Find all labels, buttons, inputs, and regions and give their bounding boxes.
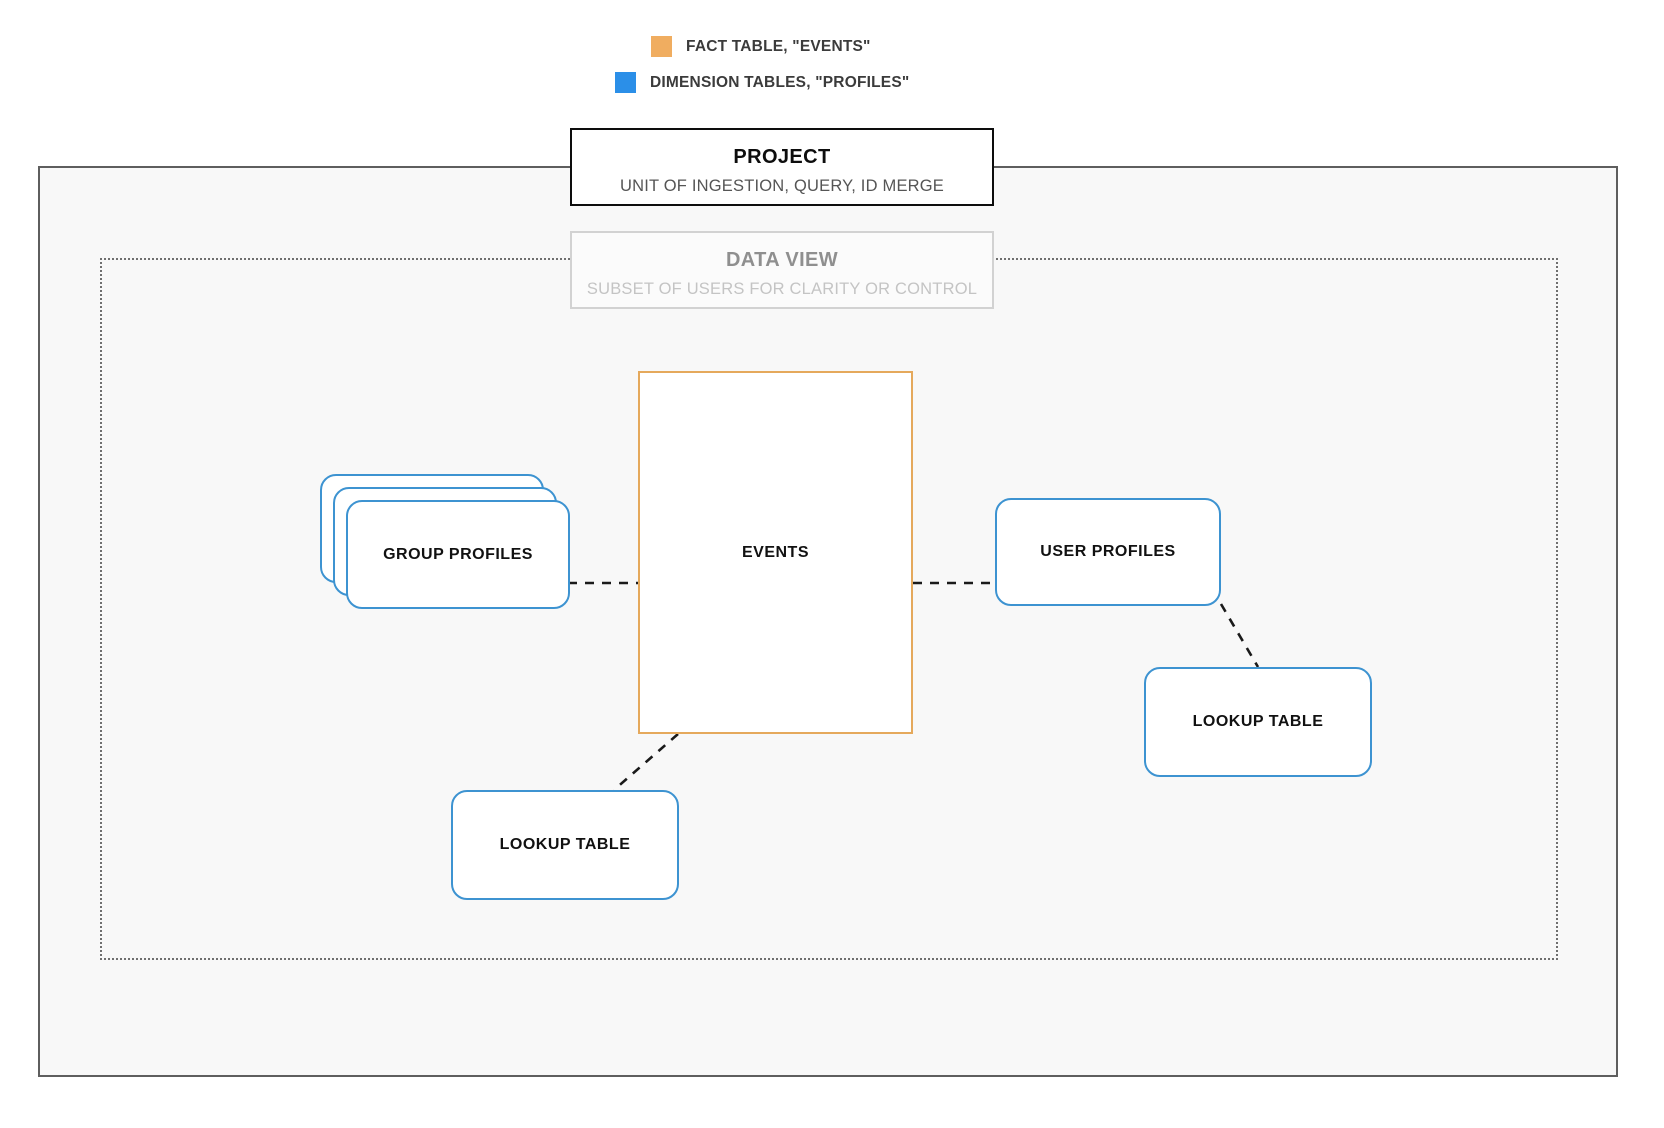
legend-label-fact-table: FACT TABLE, "EVENTS": [686, 37, 871, 55]
entity-events-label: EVENTS: [741, 543, 809, 561]
legend-item-dimension-tables: DIMENSION TABLES, "PROFILES": [615, 72, 909, 93]
legend-label-dimension-tables: DIMENSION TABLES, "PROFILES": [650, 73, 910, 91]
entity-group-profiles-card-front[interactable]: GROUP PROFILES: [346, 500, 570, 609]
legend-item-fact-table: FACT TABLE, "EVENTS": [651, 36, 871, 57]
data-view-subtitle: SUBSET OF USERS FOR CLARITY OR CONTROL: [586, 280, 978, 298]
entity-user-profiles[interactable]: USER PROFILES: [995, 498, 1221, 606]
entity-user-profiles-label: USER PROFILES: [1040, 543, 1176, 560]
project-subtitle: UNIT OF INGESTION, QUERY, ID MERGE: [619, 177, 944, 195]
entity-lookup-table-right-label: LOOKUP TABLE: [1192, 713, 1324, 730]
data-view-header-card: DATA VIEW SUBSET OF USERS FOR CLARITY OR…: [570, 231, 994, 309]
entity-events[interactable]: EVENTS: [638, 371, 913, 734]
data-view-title: DATA VIEW: [725, 249, 839, 271]
project-header-card: PROJECT UNIT OF INGESTION, QUERY, ID MER…: [570, 128, 994, 206]
entity-lookup-table-right[interactable]: LOOKUP TABLE: [1144, 667, 1372, 777]
entity-lookup-table-left-label: LOOKUP TABLE: [499, 836, 631, 853]
project-title: PROJECT: [733, 146, 831, 168]
square-swatch-blue-icon: [615, 72, 636, 93]
entity-lookup-table-left[interactable]: LOOKUP TABLE: [451, 790, 679, 900]
entity-group-profiles[interactable]: GROUP PROFILES: [320, 474, 570, 609]
entity-group-profiles-label: GROUP PROFILES: [383, 545, 533, 563]
square-swatch-orange-icon: [651, 36, 672, 57]
